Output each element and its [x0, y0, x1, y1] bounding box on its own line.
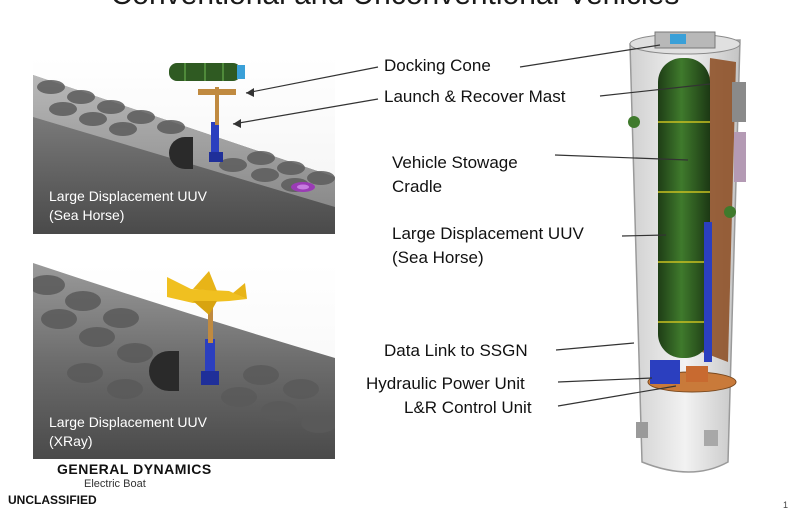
launch-mast-leader: [232, 98, 379, 125]
sea-horse-label-line1: Large Displacement UUV: [49, 188, 207, 204]
sea-horse-render: [33, 57, 335, 234]
lr-control-leader: [557, 385, 677, 407]
silo-cutaway-render: [628, 31, 746, 473]
callout-lduuv-line2: (Sea Horse): [392, 248, 484, 267]
hydraulic-leader: [557, 377, 653, 383]
stowage-cradle-leader: [554, 154, 689, 161]
docking-cone-arrowhead: [246, 88, 254, 97]
classification-marking: UNCLASSIFIED: [8, 493, 97, 507]
callout-launch-recover-mast: Launch & Recover Mast: [384, 87, 566, 106]
sea-horse-label: Large Displacement UUV (Sea Horse): [49, 187, 207, 225]
docking-cone-right-leader: [519, 44, 661, 68]
docking-cone-leader: [245, 66, 379, 94]
callout-vehicle-stowage-line2: Cradle: [392, 177, 443, 196]
callout-data-link: Data Link to SSGN: [384, 341, 528, 360]
lduuv-leader: [621, 234, 667, 237]
xray-label: Large Displacement UUV (XRay): [49, 413, 207, 451]
callout-lduuv-line1: Large Displacement UUV: [392, 224, 584, 243]
xray-label-line1: Large Displacement UUV: [49, 414, 207, 430]
callout-hydraulic-power-unit: Hydraulic Power Unit: [366, 374, 525, 393]
xray-render: [33, 263, 335, 459]
company-division: Electric Boat: [84, 478, 146, 490]
data-link-leader: [555, 342, 635, 351]
xray-label-line2: (XRay): [49, 433, 93, 449]
callout-vehicle-stowage-line1: Vehicle Stowage: [392, 153, 518, 172]
launch-mast-right-leader: [599, 83, 711, 97]
callout-docking-cone: Docking Cone: [384, 56, 491, 75]
sea-horse-label-line2: (Sea Horse): [49, 207, 125, 223]
page-number: 1: [782, 500, 788, 510]
slide-title: Conventional and Unconventional Vehicles: [0, 0, 790, 12]
sea-horse-render-panel: Large Displacement UUV (Sea Horse): [33, 57, 335, 234]
xray-render-panel: Large Displacement UUV (XRay): [33, 263, 335, 459]
callout-vehicle-stowage: Vehicle Stowage Cradle: [392, 151, 518, 199]
company-logo-text: GENERAL DYNAMICS: [57, 461, 212, 477]
callout-lr-control-unit: L&R Control Unit: [404, 398, 532, 417]
launch-mast-arrowhead: [233, 119, 241, 128]
callout-lduuv: Large Displacement UUV (Sea Horse): [392, 222, 584, 270]
